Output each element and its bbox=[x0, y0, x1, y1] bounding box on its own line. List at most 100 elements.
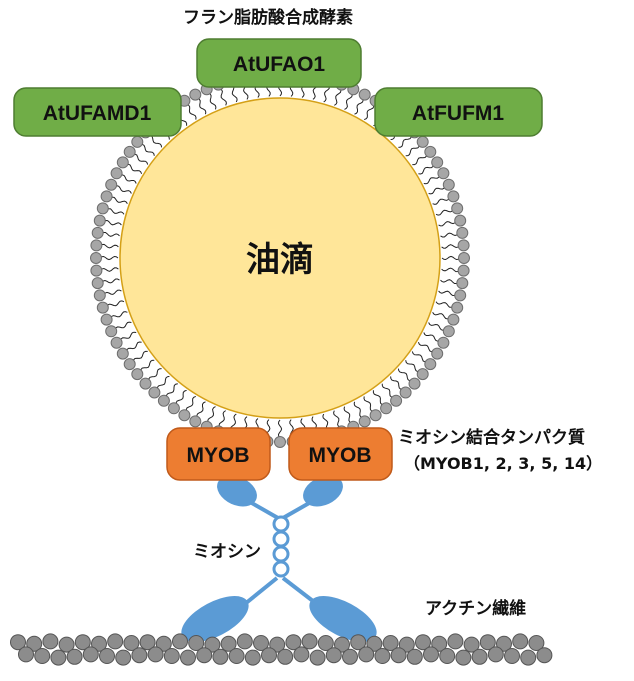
lipid-head bbox=[100, 313, 113, 326]
actin-bead bbox=[390, 647, 407, 664]
lipid-head bbox=[123, 145, 136, 158]
lipid-head bbox=[93, 214, 106, 227]
lipid-tail bbox=[354, 98, 364, 115]
lipid-head bbox=[105, 325, 118, 338]
actin-bead bbox=[439, 648, 456, 664]
actin-bead bbox=[406, 648, 423, 665]
actin-label: アクチン繊維 bbox=[425, 598, 526, 619]
actin-bead bbox=[447, 633, 464, 650]
lipid-head bbox=[157, 394, 170, 407]
lipid-head bbox=[93, 289, 106, 302]
lipid-head bbox=[447, 313, 460, 326]
lipid-tail bbox=[372, 390, 384, 406]
lipid-head bbox=[139, 377, 152, 390]
enzyme-box-atfufm1: AtFUFM1 bbox=[374, 87, 543, 137]
lipid-head bbox=[451, 301, 464, 314]
lipid-head bbox=[358, 88, 371, 101]
enzyme-label-atfufm1: AtFUFM1 bbox=[412, 102, 504, 125]
lipid-head bbox=[424, 358, 437, 371]
lipid-head bbox=[148, 386, 161, 399]
myob-members: （MYOB1, 2, 3, 5, 14） bbox=[404, 454, 602, 473]
actin-bead bbox=[504, 648, 520, 664]
actin-bead bbox=[82, 646, 99, 663]
lipid-tail bbox=[106, 208, 125, 215]
lipid-head bbox=[178, 409, 191, 422]
myosin-head-lower-left bbox=[181, 596, 249, 642]
myob-caption: ミオシン結合タンパク質 bbox=[398, 427, 585, 448]
actin-bead bbox=[277, 648, 294, 665]
actin-bead bbox=[285, 634, 302, 651]
lipid-tail bbox=[397, 368, 412, 382]
lipid-tail bbox=[125, 341, 142, 352]
actin-bead bbox=[10, 634, 26, 651]
lipid-tail bbox=[405, 360, 420, 373]
lipid-tail bbox=[441, 267, 460, 273]
lipid-head bbox=[454, 214, 467, 227]
actin-bead bbox=[163, 648, 180, 664]
actin-bead bbox=[155, 635, 172, 652]
lipid-head bbox=[123, 358, 136, 371]
actin-bead bbox=[455, 649, 472, 666]
actin-bead bbox=[350, 634, 367, 651]
lipid-tail bbox=[390, 376, 404, 391]
lipid-head bbox=[399, 386, 412, 399]
lipid-tail bbox=[110, 196, 128, 204]
lipid-tail bbox=[438, 221, 457, 227]
actin-bead bbox=[520, 649, 537, 666]
myob-box-right: MYOB bbox=[288, 427, 393, 481]
lipid-tail bbox=[207, 406, 216, 424]
lipid-head bbox=[451, 202, 464, 215]
lipid-head bbox=[91, 277, 104, 290]
actin-bead bbox=[74, 634, 91, 651]
actin-bead bbox=[244, 649, 261, 666]
actin-bead bbox=[50, 649, 67, 666]
actin-bead bbox=[398, 636, 415, 653]
oil-droplet bbox=[119, 97, 441, 419]
lipid-head bbox=[431, 156, 444, 169]
lipid-tail bbox=[333, 410, 341, 429]
lipid-head bbox=[457, 239, 470, 252]
lipid-tail bbox=[398, 134, 413, 148]
actin-bead bbox=[536, 647, 553, 664]
actin-bead bbox=[382, 635, 399, 651]
enzyme-box-atufao1: AtUFAO1 bbox=[196, 38, 362, 88]
lipid-tail bbox=[120, 174, 137, 184]
actin-bead bbox=[18, 646, 34, 663]
actin-bead bbox=[309, 649, 326, 666]
actin-bead bbox=[496, 635, 512, 652]
actin-bead bbox=[115, 649, 132, 666]
actin-bead bbox=[431, 635, 448, 652]
lipid-head bbox=[90, 239, 103, 252]
lipid-tail bbox=[140, 143, 155, 156]
actin-filament bbox=[10, 633, 553, 666]
lipid-tail bbox=[418, 164, 435, 175]
actin-bead bbox=[463, 636, 480, 653]
actin-bead bbox=[42, 633, 59, 650]
actin-bead bbox=[34, 648, 51, 664]
lipid-head bbox=[105, 178, 118, 191]
lipid-head bbox=[458, 252, 470, 264]
actin-bead bbox=[172, 633, 188, 650]
lipid-tail bbox=[100, 267, 119, 272]
lipid-tail bbox=[435, 209, 454, 216]
actin-bead bbox=[139, 634, 156, 651]
enzyme-box-atufamd1: AtUFAMD1 bbox=[13, 87, 182, 137]
lipid-head bbox=[110, 336, 123, 349]
actin-bead bbox=[107, 633, 124, 650]
actin-bead bbox=[415, 634, 431, 651]
lipid-head bbox=[100, 190, 113, 203]
actin-bead bbox=[479, 634, 496, 651]
actin-bead bbox=[204, 636, 221, 653]
lipid-tail bbox=[132, 153, 149, 165]
actin-bead bbox=[528, 635, 545, 651]
lipid-head bbox=[442, 178, 455, 191]
lipid-tail bbox=[412, 154, 428, 166]
actin-bead bbox=[301, 633, 318, 650]
myob-label-right: MYOB bbox=[309, 444, 372, 467]
lipid-head bbox=[408, 377, 421, 390]
lipid-tail bbox=[147, 368, 162, 382]
lipid-tail bbox=[363, 104, 375, 121]
actin-bead bbox=[358, 646, 375, 663]
lipid-tail bbox=[323, 84, 330, 103]
